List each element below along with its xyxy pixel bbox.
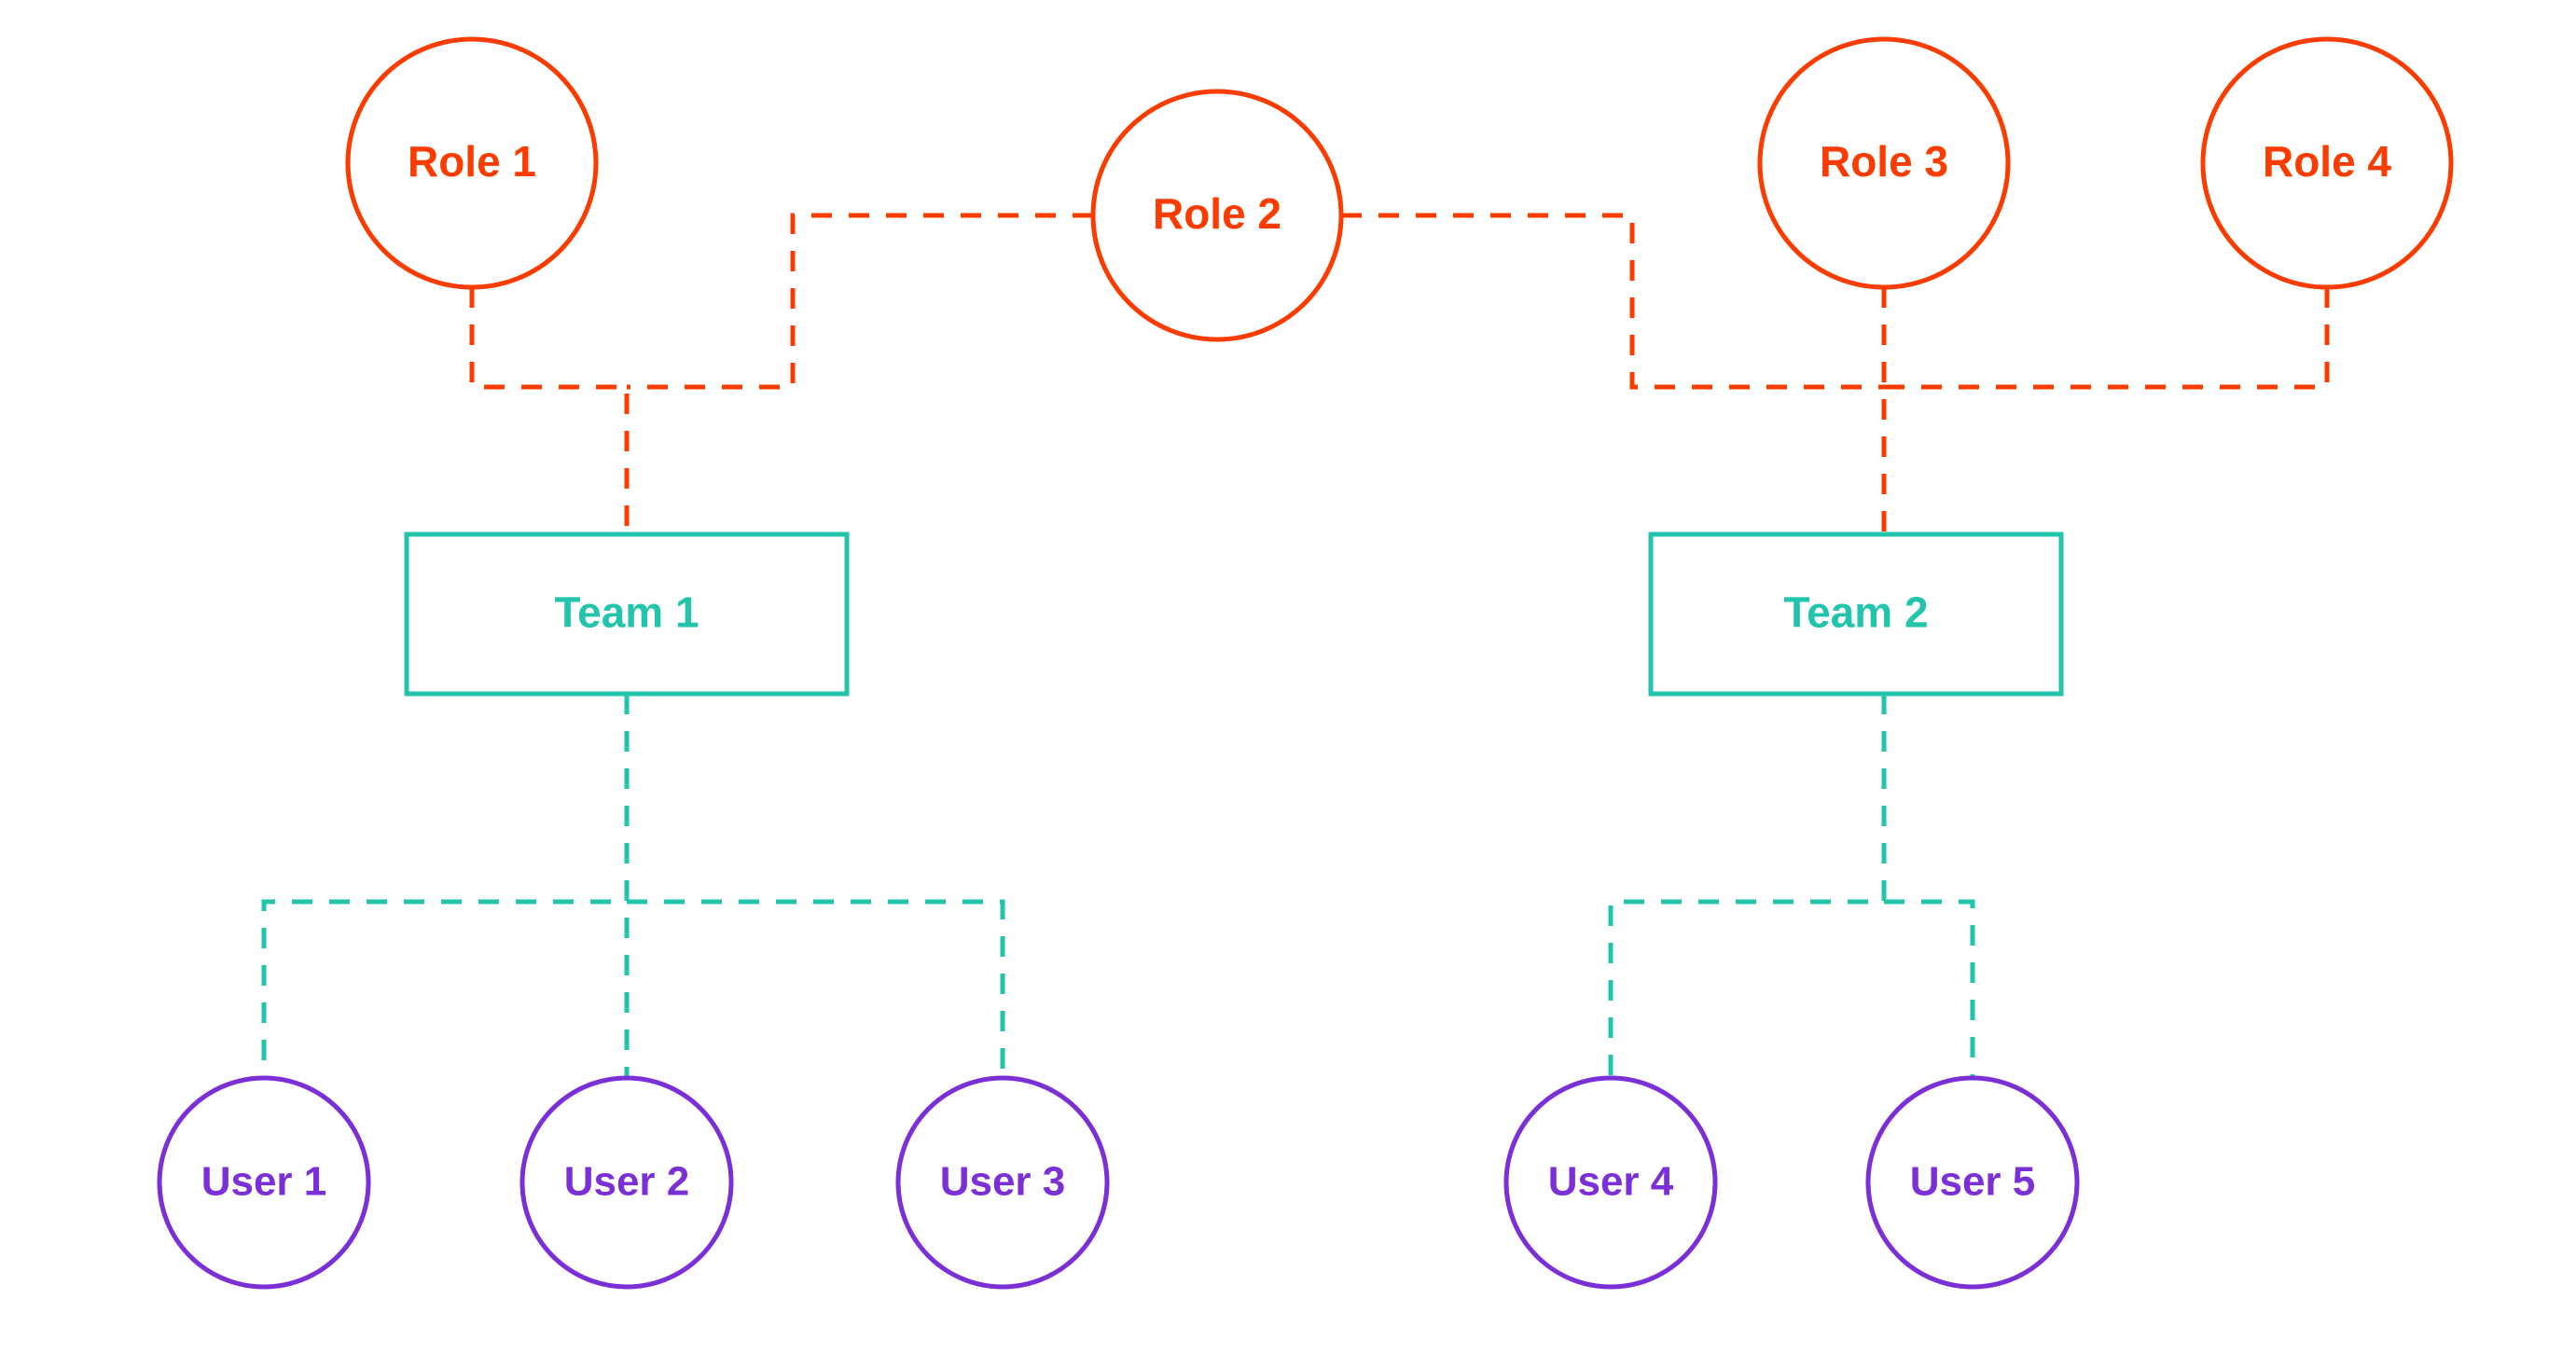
user-circle-user4[interactable] [1503, 1075, 1718, 1290]
role-label-role1: Role 1 [408, 137, 536, 186]
user-node-user3[interactable]: User 3 [895, 1075, 1110, 1290]
role-circle-role3[interactable] [1757, 36, 2011, 290]
user-label-user5: User 5 [1910, 1159, 2036, 1205]
role-circle-role4[interactable] [2200, 36, 2454, 290]
connector-team1-user1 [261, 694, 630, 1078]
team-rect-team2[interactable] [1648, 532, 2064, 697]
connector-team1-user3 [627, 899, 1005, 1078]
user-label-user4: User 4 [1548, 1159, 1674, 1205]
team-node-team2[interactable]: Team 2 [1648, 532, 2064, 697]
connector-role4-team2 [1884, 287, 2330, 390]
user-node-user1[interactable]: User 1 [157, 1075, 371, 1290]
user-circle-user5[interactable] [1865, 1075, 2080, 1290]
connector-layer [261, 213, 2330, 1078]
connector-role2-team2 [1341, 213, 1884, 390]
team-label-team2: Team 2 [1783, 588, 1928, 637]
user-node-user4[interactable]: User 4 [1503, 1075, 1718, 1290]
role-circle-role2[interactable] [1090, 89, 1344, 342]
connector-role1-team1 [469, 287, 630, 534]
role-node-role1[interactable]: Role 1 [345, 36, 599, 290]
teams-layer: Team 1 Team 2 [404, 532, 2064, 697]
role-node-role4[interactable]: Role 4 [2200, 36, 2454, 290]
user-label-user1: User 1 [201, 1159, 327, 1205]
team-rect-team1[interactable] [404, 532, 850, 697]
user-label-user2: User 2 [564, 1159, 690, 1205]
role-node-role3[interactable]: Role 3 [1757, 36, 2011, 290]
user-node-user2[interactable]: User 2 [519, 1075, 734, 1290]
user-circle-user2[interactable] [519, 1075, 734, 1290]
role-circle-role1[interactable] [345, 36, 599, 290]
role-label-role4: Role 4 [2263, 137, 2391, 186]
role-label-role2: Role 2 [1153, 189, 1281, 238]
connector-role2-team1 [627, 213, 1093, 390]
connector-team2-user4 [1608, 694, 1887, 1078]
role-label-role3: Role 3 [1820, 137, 1948, 186]
user-circle-user3[interactable] [895, 1075, 1110, 1290]
team-label-team1: Team 1 [554, 588, 699, 637]
roles-layer: Role 1 Role 2 Role 3 Role 4 [345, 36, 2454, 342]
user-label-user3: User 3 [940, 1159, 1066, 1205]
users-layer: User 1 User 2 User 3 User 4 User 5 [157, 1075, 2080, 1290]
team-node-team1[interactable]: Team 1 [404, 532, 850, 697]
role-node-role2[interactable]: Role 2 [1090, 89, 1344, 342]
connector-team2-user5 [1884, 899, 1975, 1078]
user-node-user5[interactable]: User 5 [1865, 1075, 2080, 1290]
user-circle-user1[interactable] [157, 1075, 371, 1290]
